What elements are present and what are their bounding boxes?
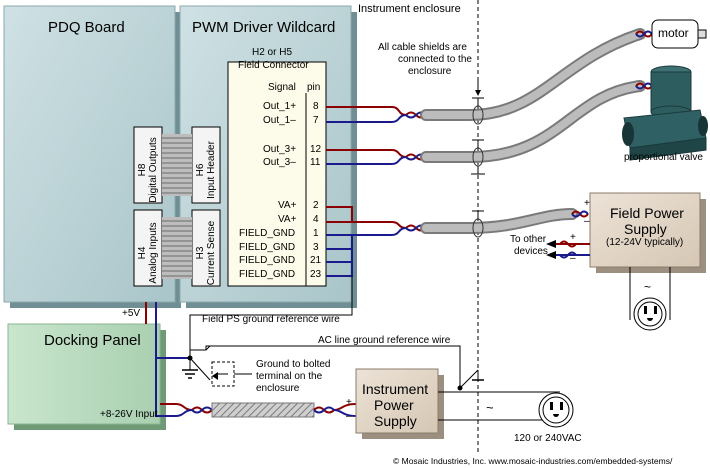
ground-note-line2: terminal on the xyxy=(256,371,323,382)
field-ps-title-1: Field Power xyxy=(610,205,684,221)
other-devices-line2: devices xyxy=(514,246,548,257)
h8-label: H8 Digital Outputs xyxy=(137,132,159,208)
docking-panel-title: Docking Panel xyxy=(44,332,141,349)
pin-signal: VA+ xyxy=(278,214,297,225)
pin-number: 4 xyxy=(313,214,319,225)
h3-label: H3 Current Sense xyxy=(195,215,217,291)
docking-panel xyxy=(7,323,161,425)
h6-label: H6 Input Header xyxy=(195,132,217,208)
h4-label: H4 Analog Inputs xyxy=(137,215,159,291)
other-plus: + xyxy=(570,232,576,243)
h4-desc: Analog Inputs xyxy=(148,222,159,284)
pdq-board-title: PDQ Board xyxy=(48,19,125,36)
pin-signal: Out_1+ xyxy=(263,101,297,112)
plus5v-label: +5V xyxy=(122,308,141,319)
pin-number: 3 xyxy=(313,242,319,253)
h3-desc: Current Sense xyxy=(206,220,217,286)
input-voltage-label: +8-26V Input xyxy=(100,409,158,420)
pin-number: 21 xyxy=(310,255,322,266)
instrument-ps-title-3: Supply xyxy=(374,413,417,429)
field-power-supply-graphic: ~ xyxy=(546,192,706,331)
field-ps-plus: + xyxy=(584,198,590,209)
h6-name: H6 xyxy=(195,163,206,177)
instrument-ps-minus: – xyxy=(346,411,352,422)
pwm-board-title: PWM Driver Wildcard xyxy=(192,19,336,36)
pin-number: 2 xyxy=(313,200,319,211)
h4-name: H4 xyxy=(137,246,148,260)
instrument-ps-title-1: Instrument xyxy=(362,381,429,397)
pin-signal: Out_1– xyxy=(263,115,296,126)
pin-number: 12 xyxy=(310,144,322,155)
field-ps-ground-ref-label: Field PS ground reference wire xyxy=(202,314,340,325)
motor-graphic xyxy=(635,19,707,49)
valve-graphic xyxy=(622,65,708,161)
svg-text:~: ~ xyxy=(644,280,651,294)
mains-voltage-label: 120 or 240VAC xyxy=(514,433,582,444)
shield-note-line3: enclosure xyxy=(408,66,452,77)
instrument-ps-title-2: Power xyxy=(374,397,414,413)
field-connector-title-1: H2 or H5 xyxy=(252,47,293,58)
pin-signal: FIELD_GND xyxy=(239,255,296,266)
ground-note-line1: Ground to bolted xyxy=(256,359,331,370)
ground-note-line3: enclosure xyxy=(256,383,300,394)
signal-column-header: Signal xyxy=(268,82,296,93)
valve-label: proportional valve xyxy=(624,152,703,163)
pin-signal: VA+ xyxy=(278,200,297,211)
pin-signal: FIELD_GND xyxy=(239,269,296,280)
pin-signal: FIELD_GND xyxy=(239,242,296,253)
pin-number: 8 xyxy=(313,101,319,112)
instrument-ps-plus: + xyxy=(346,397,352,408)
motor-label: motor xyxy=(658,26,689,40)
pin-signal: Out_3– xyxy=(263,157,296,168)
h8-name: H8 xyxy=(137,163,148,177)
field-ps-range: (12-24V typically) xyxy=(606,237,684,248)
pin-number: 7 xyxy=(313,115,319,126)
other-minus: – xyxy=(570,253,576,264)
field-connector-title-2: Field Connector xyxy=(238,60,309,71)
instrument-power-supply-graphic: ~ xyxy=(355,368,574,439)
h3-name: H3 xyxy=(195,246,206,260)
pin-number: 11 xyxy=(310,157,321,168)
field-ps-minus: – xyxy=(584,216,590,227)
ac-ground-ref-label: AC line ground reference wire xyxy=(318,335,451,346)
shield-note-line2: connected to the xyxy=(398,54,472,65)
enclosure-label: Instrument enclosure xyxy=(358,3,461,15)
other-devices-line1: To other xyxy=(510,234,547,245)
shield-note-line1: All cable shields are xyxy=(378,42,467,53)
h6-desc: Input Header xyxy=(206,141,217,199)
pin-signal: FIELD_GND xyxy=(239,228,296,239)
pin-signal: Out_3+ xyxy=(263,144,297,155)
pin-column-header: pin xyxy=(307,82,321,93)
copyright-text: © Mosaic Industries, Inc. www.mosaic-ind… xyxy=(393,456,673,466)
pin-number: 23 xyxy=(310,269,322,280)
h8-desc: Digital Outputs xyxy=(148,137,159,203)
pin-number: 1 xyxy=(313,228,319,239)
svg-text:~: ~ xyxy=(486,400,494,415)
field-connector-box xyxy=(227,61,327,287)
field-ps-title-2: Supply xyxy=(624,221,667,237)
